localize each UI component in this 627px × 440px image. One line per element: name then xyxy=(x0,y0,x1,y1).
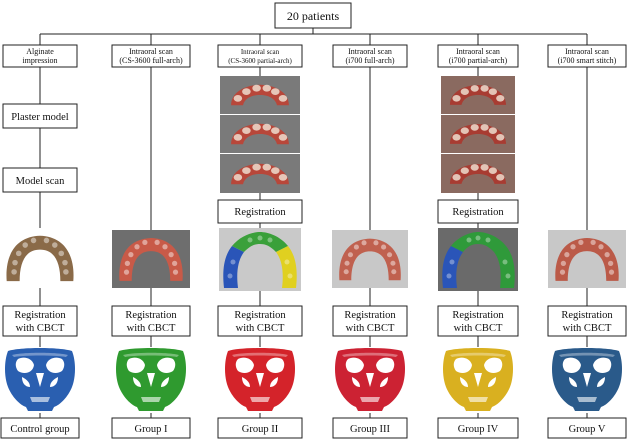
skull-group-3-image xyxy=(335,348,405,411)
header-cs3600-full-line1: Intraoral scan xyxy=(129,47,173,56)
header-cs3600-full-line2: (CS-3600 full-arch) xyxy=(119,56,183,65)
header-i700-smart: Intraoral scan (i700 smart stitch) xyxy=(548,45,626,67)
group-node-5: Group V xyxy=(548,418,626,438)
cbct-registration-nodes: Registration with CBCT Registration with… xyxy=(3,306,626,336)
skull-images xyxy=(5,348,622,411)
registration-node-i700: Registration xyxy=(438,200,518,223)
group-node-3: Group III xyxy=(333,418,407,438)
group-node-1: Group I xyxy=(112,418,190,438)
group-labels: Control group Group I Group II Group III… xyxy=(1,418,626,438)
group-node-2: Group II xyxy=(218,418,302,438)
cbct-registration-node: Registration with CBCT xyxy=(112,306,190,336)
cbct-registration-node: Registration with CBCT xyxy=(548,306,626,336)
cbct-label-line2: with CBCT xyxy=(236,323,285,334)
header-alginate-line1: Alginate xyxy=(26,47,54,56)
header-i700-smart-line1: Intraoral scan xyxy=(565,47,609,56)
header-alginate-line2: impression xyxy=(22,56,57,65)
group-label: Group II xyxy=(242,424,279,435)
cbct-label-line1: Registration xyxy=(125,310,177,321)
group-label: Group I xyxy=(135,424,168,435)
cbct-label-line2: with CBCT xyxy=(563,323,612,334)
cbct-label-line2: with CBCT xyxy=(346,323,395,334)
group-label: Group V xyxy=(569,424,606,435)
skull-group-2-image xyxy=(225,348,295,411)
header-i700-full-line2: (i700 full-arch) xyxy=(345,56,394,65)
cbct-label-line1: Registration xyxy=(561,310,613,321)
registration-node-cs3600: Registration xyxy=(218,200,302,223)
plaster-model-label: Plaster model xyxy=(11,112,69,123)
cbct-registration-node: Registration with CBCT xyxy=(218,306,302,336)
plaster-model-node: Plaster model xyxy=(3,104,77,128)
group-label: Group III xyxy=(350,424,390,435)
header-i700-full: Intraoral scan (i700 full-arch) xyxy=(333,45,407,67)
cbct-label-line2: with CBCT xyxy=(16,323,65,334)
header-alginate: Alginate impression xyxy=(3,45,77,67)
cbct-label-line1: Registration xyxy=(344,310,396,321)
registration-label: Registration xyxy=(452,207,504,218)
column-headers: Alginate impression Intraoral scan (CS-3… xyxy=(3,45,626,67)
header-i700-partial-line1: Intraoral scan xyxy=(456,47,500,56)
header-i700-partial: Intraoral scan (i700 partial-arch) xyxy=(438,45,518,67)
cbct-label-line2: with CBCT xyxy=(454,323,503,334)
arch-images xyxy=(1,228,626,291)
cbct-label-line1: Registration xyxy=(452,310,504,321)
group-label: Control group xyxy=(10,424,69,435)
model-scan-node: Model scan xyxy=(3,168,77,192)
root-node: 20 patients xyxy=(275,3,351,28)
cbct-registration-node: Registration with CBCT xyxy=(3,306,77,336)
header-cs3600-partial-line1: Intraoral scan xyxy=(241,48,280,56)
header-i700-full-line1: Intraoral scan xyxy=(348,47,392,56)
skull-group-4-image xyxy=(443,348,513,411)
model-scan-label: Model scan xyxy=(16,176,65,187)
partial-scans-i700 xyxy=(441,76,515,193)
registration-label: Registration xyxy=(234,207,286,218)
group-label: Group IV xyxy=(458,424,499,435)
skull-control-image xyxy=(5,348,75,411)
skull-group-5-image xyxy=(552,348,622,411)
header-cs3600-full: Intraoral scan (CS-3600 full-arch) xyxy=(112,45,190,67)
header-cs3600-partial: Intraoral scan (CS-3600 partial-arch) xyxy=(218,45,302,67)
header-i700-partial-line2: (i700 partial-arch) xyxy=(449,56,508,65)
root-label: 20 patients xyxy=(287,9,340,23)
cbct-registration-node: Registration with CBCT xyxy=(333,306,407,336)
header-i700-smart-line2: (i700 smart stitch) xyxy=(558,56,617,65)
cbct-label-line1: Registration xyxy=(14,310,66,321)
skull-group-1-image xyxy=(116,348,186,411)
cbct-registration-node: Registration with CBCT xyxy=(438,306,518,336)
header-cs3600-partial-line2: (CS-3600 partial-arch) xyxy=(228,57,292,65)
partial-scans-cs3600 xyxy=(220,76,300,193)
cbct-label-line2: with CBCT xyxy=(127,323,176,334)
group-node-4: Group IV xyxy=(438,418,518,438)
cbct-label-line1: Registration xyxy=(234,310,286,321)
group-node-control: Control group xyxy=(1,418,79,438)
